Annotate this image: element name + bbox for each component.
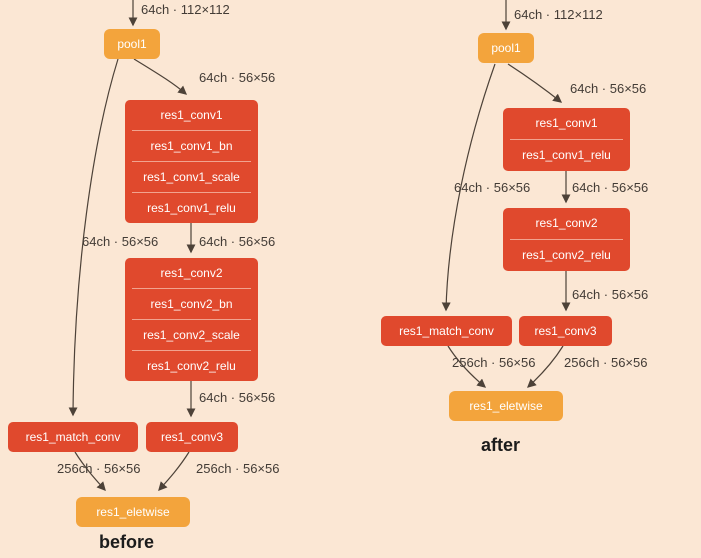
node-row-conv1-relu: res1_conv1_relu (510, 139, 623, 171)
edge-label-before-match-out: 256ch · 56×56 (57, 461, 141, 476)
edge-label-after-conv1-out: 64ch · 56×56 (572, 180, 649, 195)
node-before-pool1: pool1 (104, 29, 160, 59)
node-before-match-conv: res1_match_conv (8, 422, 138, 452)
edge-label-before-skip: 64ch · 56×56 (82, 234, 159, 249)
caption-before: before (99, 532, 155, 552)
node-row-conv1: res1_conv1 (160, 108, 223, 122)
edge-label-before-pool-out: 64ch · 56×56 (199, 70, 276, 85)
node-row-conv1-bn: res1_conv1_bn (132, 130, 251, 161)
node-after-conv1-block: res1_conv1 res1_conv1_relu (503, 108, 630, 171)
node-before-conv2-block: res1_conv2 res1_conv2_bn res1_conv2_scal… (125, 258, 258, 381)
edge-label-after-pool-out: 64ch · 56×56 (570, 81, 647, 96)
node-before-conv3: res1_conv3 (146, 422, 238, 452)
node-row-conv2-relu: res1_conv2_relu (510, 239, 623, 271)
edge-label-after-skip: 64ch · 56×56 (454, 180, 531, 195)
node-row-conv1-scale: res1_conv1_scale (132, 161, 251, 192)
node-row-conv1: res1_conv1 (535, 116, 598, 130)
edge-before-conv3-to-eltwise (158, 451, 190, 492)
node-after-conv2-block: res1_conv2 res1_conv2_relu (503, 208, 630, 271)
edge-label-before-conv2-out: 64ch · 56×56 (199, 390, 276, 405)
edge-label-before-input: 64ch · 112×112 (141, 2, 230, 17)
node-row-conv2: res1_conv2 (535, 216, 598, 230)
node-row-conv1-relu: res1_conv1_relu (132, 192, 251, 223)
node-before-eltwise: res1_eletwise (76, 497, 190, 527)
edge-label-after-conv3-out: 256ch · 56×56 (564, 355, 648, 370)
edge-label-after-conv2-out: 64ch · 56×56 (572, 287, 649, 302)
node-before-conv1-block: res1_conv1 res1_conv1_bn res1_conv1_scal… (125, 100, 258, 223)
edge-label-before-conv3-out: 256ch · 56×56 (196, 461, 280, 476)
edge-after-pool-to-conv1 (507, 63, 563, 103)
caption-after: after (481, 435, 521, 455)
node-row-conv2-relu: res1_conv2_relu (132, 350, 251, 381)
node-row-conv2: res1_conv2 (160, 266, 223, 280)
node-after-match-conv: res1_match_conv (381, 316, 512, 346)
edge-label-after-input: 64ch · 112×112 (514, 7, 603, 22)
edge-label-after-match-out: 256ch · 56×56 (452, 355, 536, 370)
node-row-conv2-scale: res1_conv2_scale (132, 319, 251, 350)
node-after-pool1: pool1 (478, 33, 534, 63)
node-after-conv3: res1_conv3 (519, 316, 612, 346)
edge-before-pool-to-conv1 (133, 58, 188, 95)
node-after-eltwise: res1_eletwise (449, 391, 563, 421)
node-row-conv2-bn: res1_conv2_bn (132, 288, 251, 319)
edge-label-before-conv1-out: 64ch · 56×56 (199, 234, 276, 249)
